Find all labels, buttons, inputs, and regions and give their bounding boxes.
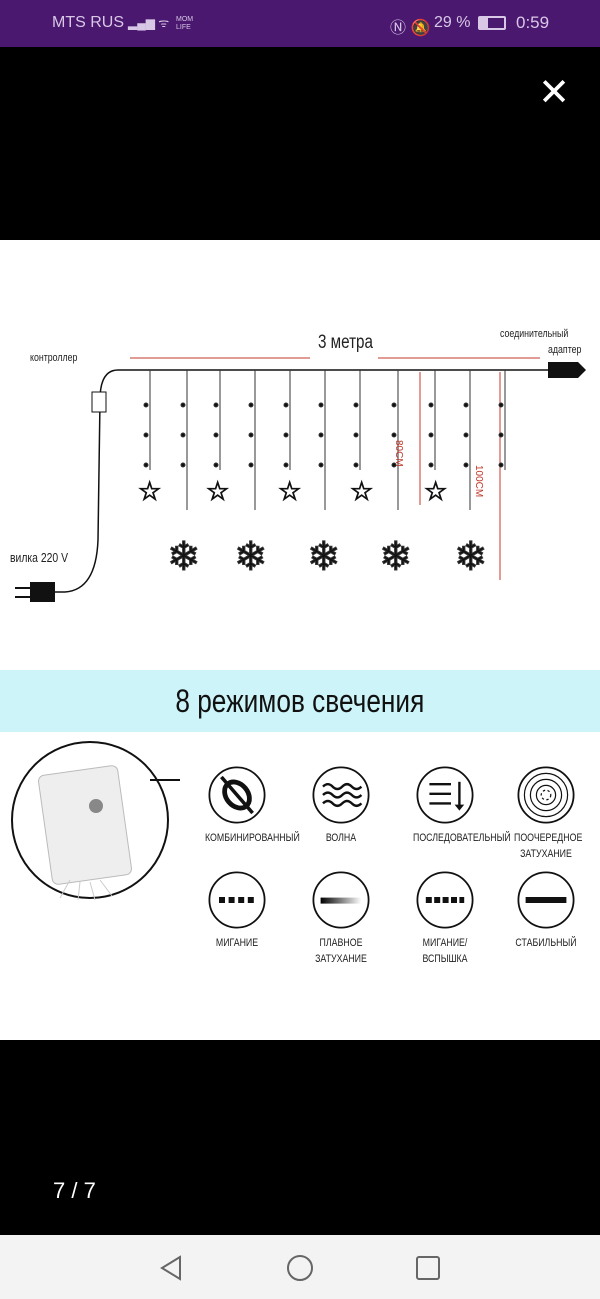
length-label: 3 метра [318,332,373,353]
snowflake-icon: ❄ [167,535,201,579]
mode-item: СТАБИЛЬНЫЙ [491,870,600,951]
mode-label: МИГАНИЕ/ВСПЫШКА [422,937,468,965]
mode-label: ПООЧЕРЕДНОЕ ЗАТУХАНИЕ [514,832,583,860]
star-icon: ☆ [138,476,161,506]
close-button[interactable]: ✕ [538,72,570,114]
wave-icon [312,766,370,824]
star-icon: ☆ [278,476,301,506]
bulb [318,462,324,468]
mode-label: КОМБИНИРОВАННЫЙ [205,832,300,844]
bulb [248,402,254,408]
bulb [463,432,469,438]
bulb [498,432,504,438]
mode-item: ВОЛНА [286,765,396,846]
bulb [428,432,434,438]
battery-icon [478,16,506,30]
bulb [391,432,397,438]
bulb [353,432,359,438]
bulb [143,462,149,468]
mode-label: ПОСЛЕДОВАТЕЛЬНЫЙ [413,832,511,844]
bulb [213,402,219,408]
squares-icon [416,871,474,929]
mode-label: ВОЛНА [325,832,357,844]
gradient-icon [312,871,370,929]
home-button[interactable] [287,1255,313,1286]
snowflake-icon: ❄ [379,535,413,579]
bulb [428,462,434,468]
star-icon: ☆ [424,476,447,506]
mode-label: ПЛАВНОЕ ЗАТУХАНИЕ [315,937,367,965]
mode-item: ПЛАВНОЕ ЗАТУХАНИЕ [286,870,396,967]
dashes-icon [208,871,266,929]
bulb [463,462,469,468]
mode-item: ПООЧЕРЕДНОЕ ЗАТУХАНИЕ [491,765,600,862]
bulb [283,462,289,468]
star-icon: ☆ [350,476,373,506]
bulb [498,462,504,468]
bulb [283,402,289,408]
bulb [180,432,186,438]
navigation-bar [0,1235,600,1299]
nfc-icon: Ⓝ 🔕 [390,20,431,37]
bulb [283,432,289,438]
mode-item: ПОСЛЕДОВАТЕЛЬНЫЙ [390,765,511,846]
bulb [353,402,359,408]
chain-icon [208,766,266,824]
star-icon: ☆ [206,476,229,506]
bulb [180,402,186,408]
controller-label: контроллер [30,352,78,364]
bulb [498,402,504,408]
recents-button[interactable] [415,1255,441,1286]
mode-label: СТАБИЛЬНЫЙ [515,937,577,949]
bulb [391,462,397,468]
mode-label: МИГАНИЕ [215,937,259,949]
bulb [391,402,397,408]
battery-percent: 29 % [434,14,471,31]
snowflake-icon: ❄ [307,535,341,579]
long-length-label: 100CM [473,465,484,498]
controller-photo [11,741,180,901]
modes-banner: 8 режимов свечения [0,670,600,732]
adapter-label-2: адаптер [548,344,582,356]
bulb [248,462,254,468]
mom-life-icon: MOM LIFE [176,16,194,31]
snowflake-icon: ❄ [234,535,268,579]
bulb [318,432,324,438]
product-image[interactable]: ☆☆☆☆☆❄❄❄❄❄ 3 метра контроллер соединител… [0,240,600,1040]
mode-item: МИГАНИЕ/ВСПЫШКА [390,870,500,967]
bulb [143,432,149,438]
clock: 0:59 [516,13,550,32]
carrier: MTS RUS [52,14,124,31]
adapter-label: соединительный [500,328,569,340]
bulb [428,402,434,408]
status-bar: MTS RUS ▂▄▆ ᯤ MOM LIFE Ⓝ 🔕 29 % 0:59 [0,0,600,47]
bulb [180,462,186,468]
mode-item: КОМБИНИРОВАННЫЙ [182,765,300,846]
plug-label: вилка 220 V [10,550,69,565]
snowflake-icon: ❄ [454,535,488,579]
bulb [143,402,149,408]
bulb [248,432,254,438]
concentric-icon [517,766,575,824]
bulb [318,402,324,408]
signal-icon: ▂▄▆ ᯤ [128,16,170,30]
mode-item: МИГАНИЕ [182,870,292,951]
back-button[interactable] [158,1255,184,1286]
bulb [213,432,219,438]
image-counter: 7 / 7 [53,1178,96,1203]
bulb [213,462,219,468]
line-icon [517,871,575,929]
curtain-diagram: ☆☆☆☆☆❄❄❄❄❄ [15,357,586,602]
bulb [353,462,359,468]
bulb [463,402,469,408]
sequential-icon [416,766,474,824]
short-length-label: 80CM [393,440,404,467]
